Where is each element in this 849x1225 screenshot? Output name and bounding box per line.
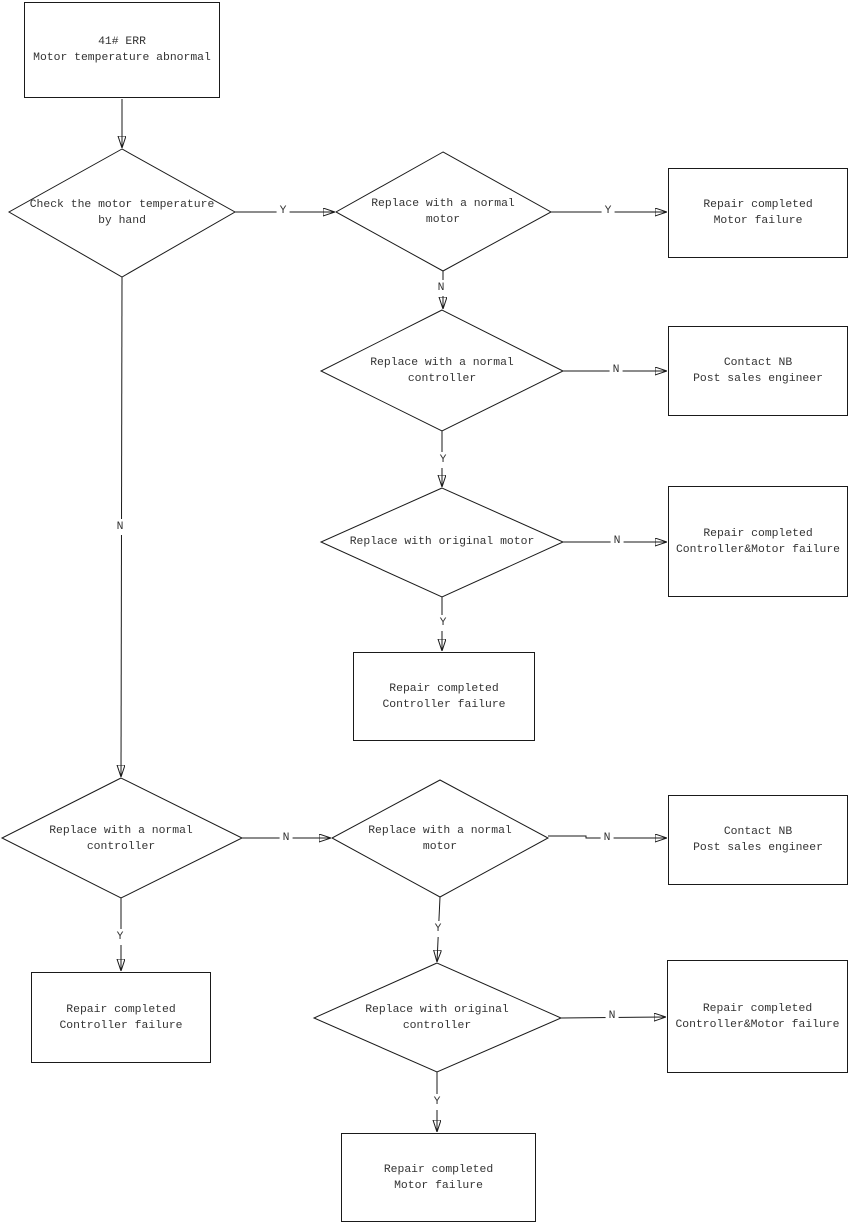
node-repair-controller-motor-1: Repair completed Controller&Motor failur… <box>668 486 848 597</box>
node-repair-controller-motor-2: Repair completed Controller&Motor failur… <box>667 960 848 1073</box>
edge-label-n: N <box>113 519 127 535</box>
edge-label-n: N <box>600 830 614 846</box>
edge-label-n: N <box>279 830 293 846</box>
edge-label-y: Y <box>276 203 290 219</box>
edge-label-y: Y <box>431 921 445 937</box>
node-repair-controller-1: Repair completed Controller failure <box>353 652 535 741</box>
edge-replace-motor-2-to-contact-nb-2 <box>548 836 667 838</box>
decision-check-temp-shape <box>7 148 237 278</box>
edge-label-y: Y <box>436 452 450 468</box>
edge-label-y: Y <box>436 615 450 631</box>
edge-label-n: N <box>605 1008 619 1024</box>
decision-replace-controller-1-shape <box>319 309 565 432</box>
node-repair-motor-1: Repair completed Motor failure <box>668 168 848 258</box>
node-start: 41# ERR Motor temperature abnormal <box>24 2 220 98</box>
node-repair-controller-2: Repair completed Controller failure <box>31 972 211 1063</box>
edge-label-n: N <box>610 533 624 549</box>
edge-label-n: N <box>609 362 623 378</box>
node-repair-motor-2: Repair completed Motor failure <box>341 1133 536 1222</box>
edge-label-y: Y <box>430 1094 444 1110</box>
edge-label-n: N <box>434 280 448 296</box>
edge-label-y: Y <box>601 203 615 219</box>
decision-replace-motor-1-shape <box>334 151 553 272</box>
decision-replace-controller-2-shape <box>0 777 244 899</box>
decision-replace-original-motor-shape <box>319 487 565 598</box>
edge-label-y: Y <box>113 929 127 945</box>
node-contact-nb-1: Contact NB Post sales engineer <box>668 326 848 416</box>
node-contact-nb-2: Contact NB Post sales engineer <box>668 795 848 885</box>
decision-replace-motor-2-shape <box>330 779 550 898</box>
decision-replace-original-controller-shape <box>312 962 563 1073</box>
